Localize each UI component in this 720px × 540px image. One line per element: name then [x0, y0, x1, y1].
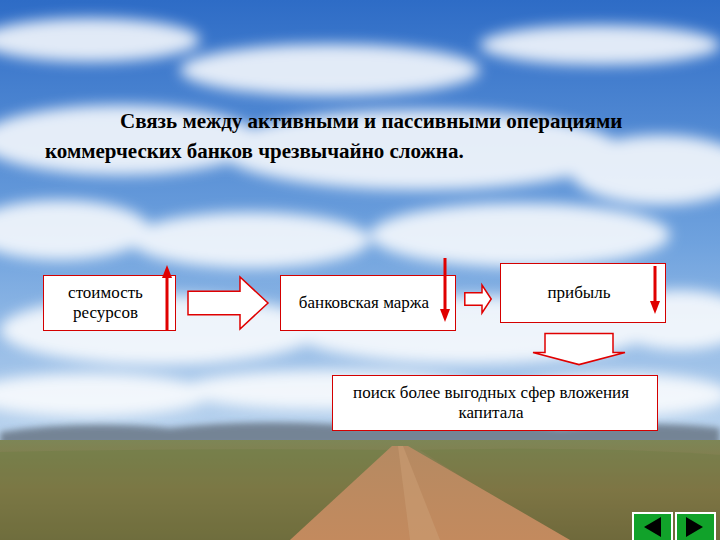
block-arrow	[533, 333, 625, 364]
down-arrow-symbol	[440, 258, 450, 322]
block-arrow	[188, 277, 268, 329]
box-label: поиск более выгодных сфер вложения капит…	[341, 383, 641, 423]
box-text-group: стоимость ресурсов	[44, 279, 175, 327]
process-box: поиск более выгодных сфер вложения капит…	[332, 375, 658, 431]
process-box: прибыль	[500, 263, 666, 323]
box-label: банковская маржа	[299, 293, 429, 313]
box-label: прибыль	[547, 283, 610, 303]
up-arrow-symbol	[162, 265, 172, 331]
process-box: банковская маржа	[280, 275, 456, 331]
box-text-group: поиск более выгодных сфер вложения капит…	[333, 379, 657, 427]
box-text-group: прибыль	[539, 279, 626, 307]
down-arrow-symbol	[650, 266, 660, 314]
clouds	[0, 18, 720, 417]
dirt-road	[290, 446, 570, 540]
slide-title: Связь между активными и пассивными опера…	[45, 106, 685, 166]
box-text-group: банковская маржа	[291, 289, 445, 317]
nav-buttons	[633, 513, 715, 540]
process-box: стоимость ресурсов	[43, 275, 176, 331]
block-arrow	[465, 285, 491, 313]
box-label: стоимость ресурсов	[52, 283, 159, 323]
